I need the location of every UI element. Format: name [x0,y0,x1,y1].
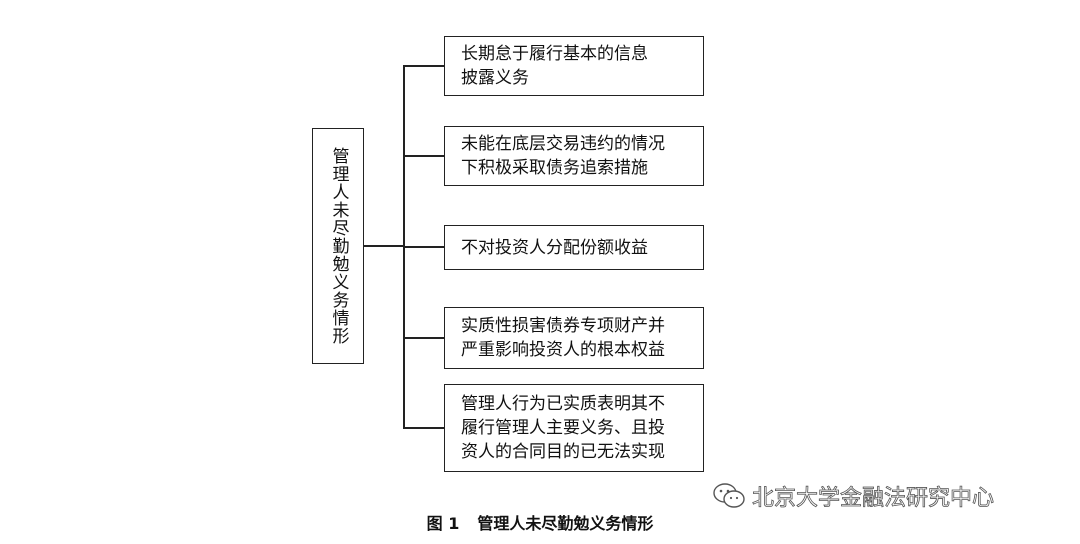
leaf-node: 管理人行为已实质表明其不 履行管理人主要义务、且投 资人的合同目的已无法实现 [444,384,704,472]
figure-caption: 图 1 管理人未尽勤勉义务情形 [0,510,1080,534]
leaf-node-label: 未能在底层交易违约的情况 下积极采取债务追索措施 [461,134,665,178]
leaf-node-label: 实质性损害债券专项财产并 严重影响投资人的根本权益 [461,316,665,360]
leaf-node: 不对投资人分配份额收益 [444,225,704,270]
figure-title: 管理人未尽勤勉义务情形 [477,514,654,533]
leaf-node: 实质性损害债券专项财产并 严重影响投资人的根本权益 [444,307,704,369]
branch-line-0 [403,65,444,67]
branch-line-2 [403,246,444,248]
root-node: 管理人未尽勤勉义务情形 [312,128,364,364]
leaf-node-label: 管理人行为已实质表明其不 履行管理人主要义务、且投 资人的合同目的已无法实现 [461,394,665,462]
leaf-node-label: 不对投资人分配份额收益 [461,237,648,258]
root-node-label: 管理人未尽勤勉义务情形 [328,147,349,345]
branch-line-3 [403,337,444,339]
wechat-icon [712,482,746,510]
watermark-text: 北京大学金融法研究中心 [752,486,995,512]
branch-line-4 [403,427,444,429]
root-connector [364,245,404,247]
watermark: 北京大学金融法研究中心 [712,480,994,512]
branch-line-1 [403,155,444,157]
leaf-node-label: 长期怠于履行基本的信息 披露义务 [461,44,648,88]
leaf-node: 未能在底层交易违约的情况 下积极采取债务追索措施 [444,126,704,186]
leaf-node: 长期怠于履行基本的信息 披露义务 [444,36,704,96]
figure-label: 图 1 [426,514,460,533]
